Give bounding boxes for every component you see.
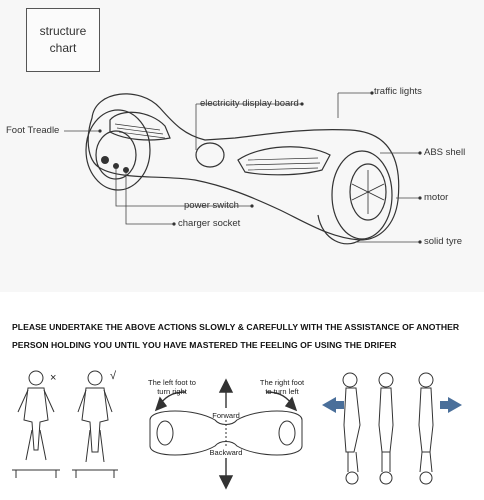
label-foot-treadle: Foot Treadle (6, 125, 60, 136)
warning-line-2: PERSON HOLDING YOU UNTIL YOU HAVE MASTER… (12, 340, 397, 350)
center-joint (195, 142, 225, 168)
switch-dot-icon (113, 163, 119, 169)
label-solid-tyre: solid tyre (424, 236, 463, 247)
right-pad-grip (245, 157, 321, 171)
figure-stand-upright (378, 372, 394, 485)
socket-dot-icon (123, 167, 129, 173)
lean-backward-blue-arrow-icon (440, 397, 462, 413)
label-left-foot: The left foot to turn right (148, 378, 196, 396)
label-abs-shell: ABS shell (424, 147, 466, 158)
label-motor: motor (424, 192, 449, 203)
figure-right-posture (72, 370, 118, 478)
figure-lean-backward (418, 372, 434, 485)
label-forward: Forward (212, 411, 240, 420)
right-curve-arrowhead-icon (284, 396, 298, 412)
left-pad-grip (114, 123, 166, 139)
label-charger-socket: charger socket (178, 218, 241, 229)
figure-wrong-posture (12, 370, 60, 478)
label-traffic-lights: traffic lights (374, 86, 422, 97)
right-mark: √ (110, 370, 117, 382)
steering-board-top-view (149, 410, 303, 456)
leader-charger-socket (125, 172, 174, 225)
board-shell (87, 93, 400, 241)
right-wheel (331, 150, 393, 240)
right-wheel-hub (349, 163, 387, 221)
solid-tyre-tread (317, 214, 361, 245)
warning-line-1: PLEASE UNDERTAKE THE ABOVE ACTIONS SLOWL… (12, 322, 460, 332)
left-foot-pad (109, 111, 171, 141)
leader-power-switch (115, 168, 252, 207)
power-button-icon (101, 156, 109, 164)
title-line-1: structure (39, 24, 87, 38)
wrong-mark: × (50, 372, 57, 384)
left-wheel (85, 109, 151, 191)
backward-arrow-icon (218, 475, 234, 490)
structure-chart-title-box: structure chart (26, 8, 100, 72)
left-curve-arrowhead-icon (154, 396, 168, 412)
label-right-foot: The right foot to turn left (259, 378, 305, 396)
label-power-switch: power switch (184, 200, 239, 211)
lean-forward-blue-arrow-icon (322, 397, 344, 413)
label-electricity-display-board: electricity display board (200, 98, 299, 109)
title-line-2: chart (49, 41, 77, 55)
forward-arrow-icon (218, 378, 234, 393)
hoverboard-structure-drawing (64, 91, 422, 245)
label-backward: Backward (209, 448, 243, 457)
right-wheel-spokes (351, 170, 385, 214)
right-foot-pad (237, 146, 331, 176)
figure-lean-forward (342, 372, 361, 485)
